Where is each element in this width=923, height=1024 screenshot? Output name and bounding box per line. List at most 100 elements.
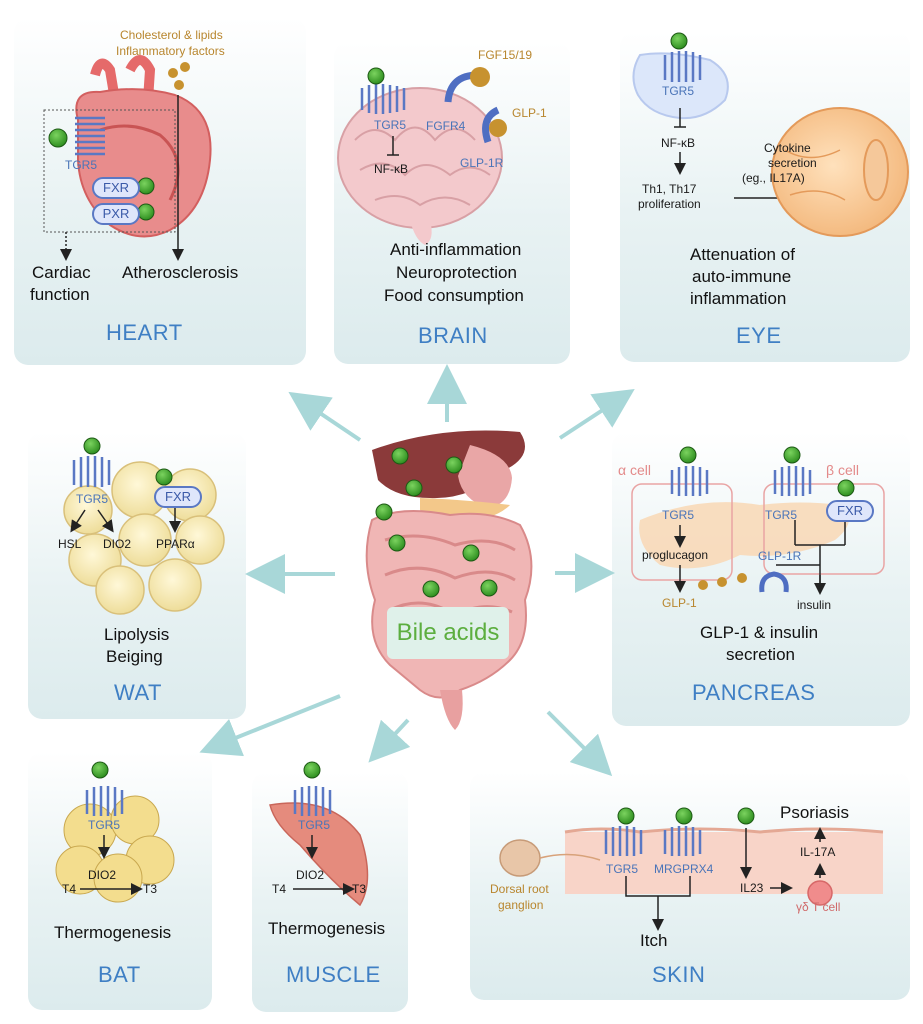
- bile-acids-label: Bile acids: [387, 607, 509, 659]
- wat-bile-ball-2: [155, 468, 173, 486]
- wat-title: WAT: [114, 680, 162, 705]
- brain-tgr5-label: TGR5: [374, 118, 407, 132]
- skin-tgr5-label: TGR5: [606, 862, 639, 876]
- brain-title: BRAIN: [418, 323, 488, 348]
- heart-bile-ball-2: [137, 177, 155, 195]
- arrow-to-heart: [288, 391, 362, 442]
- bat-t3-label: T3: [143, 882, 158, 896]
- heart-input-label-1: Cholesterol & lipids: [120, 28, 223, 42]
- wat-hsl-label: HSL: [58, 537, 82, 551]
- brain-glp1-label: GLP-1: [512, 106, 547, 120]
- eye-tgr5-receptor: [663, 51, 702, 82]
- heart-fxr-pill: FXR: [92, 177, 140, 199]
- brain-bile-ball: [367, 67, 385, 85]
- brain-outcome-2: Neuroprotection: [396, 263, 517, 282]
- bat-tgr5-receptor: [85, 786, 124, 816]
- muscle-tgr5-receptor: [293, 786, 332, 816]
- skin-mrgprx4-label: MRGPRX4: [654, 862, 714, 876]
- bat-t4-label: T4: [62, 882, 77, 896]
- glp1-ligand: [489, 119, 507, 137]
- skin-bile-ball-3: [737, 807, 755, 825]
- bat-title: BAT: [98, 962, 141, 987]
- gdt-cell-label: γδ T cell: [796, 900, 841, 914]
- muscle-illustration: [269, 802, 369, 907]
- pancreas-glp1r-label: GLP-1R: [758, 549, 802, 563]
- muscle-bile-ball: [303, 761, 321, 779]
- eye-bile-ball: [670, 32, 688, 50]
- bat-outcome: Thermogenesis: [54, 923, 172, 942]
- wat-outcome-1: Lipolysis: [104, 625, 170, 644]
- pancreas-title: PANCREAS: [692, 680, 816, 705]
- pancreas-outcome-1: GLP-1 & insulin: [700, 623, 819, 642]
- il17a-label: IL-17A: [800, 845, 836, 859]
- skin-layer: [565, 832, 883, 894]
- drg-label-2: ganglion: [498, 898, 544, 912]
- gdt-cell: [807, 880, 833, 906]
- pancreas-fxr-pill: FXR: [826, 500, 874, 522]
- skin-bile-ball-2: [675, 807, 693, 825]
- pancreas-bile-ball-1: [679, 446, 697, 464]
- arrow-to-muscle: [368, 718, 411, 763]
- radial-arrows: [199, 364, 635, 777]
- muscle-outcome: Thermogenesis: [268, 919, 386, 938]
- brain-fgfr4-label: FGFR4: [426, 119, 466, 133]
- brain-fgf-label: FGF15/19: [478, 48, 533, 62]
- alpha-cell-label: α cell: [618, 462, 651, 478]
- insulin-label: insulin: [797, 598, 832, 612]
- arrow-to-bat: [199, 694, 341, 757]
- muscle-dio2-label: DIO2: [296, 868, 325, 882]
- muscle-t4-label: T4: [272, 882, 287, 896]
- brain-outcome-1: Anti-inflammation: [390, 240, 522, 259]
- wat-tgr5-label: TGR5: [76, 492, 109, 506]
- eye-outcome-1: Attenuation of: [690, 245, 795, 264]
- alpha-cell-box: [631, 483, 733, 581]
- wat-fxr-pill: FXR: [154, 486, 202, 508]
- eye-outcome-2: auto-immune: [692, 267, 792, 286]
- heart-pxr-pill: PXR: [92, 203, 140, 225]
- bat-adipocytes: [55, 795, 175, 903]
- heart-input-label-2: Inflammatory factors: [116, 44, 225, 58]
- pancreas-bile-ball-3: [837, 479, 855, 497]
- brain-glp1r-label: GLP-1R: [460, 156, 504, 170]
- pancreas-tgr5-a-label: TGR5: [662, 508, 695, 522]
- pancreas-tgr5-receptor-b: [773, 466, 812, 496]
- arrow-to-eye: [558, 389, 635, 440]
- bat-dio2-label: DIO2: [88, 868, 117, 882]
- lipid-dot: [168, 68, 178, 78]
- lipid-dot: [174, 80, 184, 90]
- heart-bile-ball-3: [137, 203, 155, 221]
- wat-dio2-label: DIO2: [103, 537, 132, 551]
- eye-outcome-3: inflammation: [690, 289, 787, 308]
- pancreas-tgr5-b-label: TGR5: [765, 508, 798, 522]
- arrow-to-skin: [546, 710, 613, 777]
- eye-cyto-label-1: Cytokine: [764, 141, 811, 155]
- muscle-t3-label: T3: [352, 882, 367, 896]
- pancreas-glp1-label: GLP-1: [662, 596, 697, 610]
- muscle-title: MUSCLE: [286, 962, 381, 987]
- glp1r-receptor: [482, 106, 500, 144]
- pancreas-panel: [612, 432, 910, 726]
- heart-cardiac-label-1: Cardiac: [32, 263, 91, 282]
- brain-tgr5-receptor: [360, 84, 406, 156]
- glp1r-receptor-pancreas: [759, 571, 789, 593]
- brain-nfkb-label: NF-κB: [374, 162, 408, 176]
- eye-th-label-2: proliferation: [638, 197, 701, 211]
- il23-label: IL23: [740, 881, 764, 895]
- proglucagon-label: proglucagon: [642, 548, 709, 562]
- skin-tgr5-receptor: [604, 826, 643, 856]
- wat-ppar-label: PPARα: [156, 537, 195, 551]
- heart-bile-ball-1: [48, 128, 68, 148]
- psoriasis-label: Psoriasis: [780, 803, 849, 822]
- eye-title: EYE: [736, 323, 782, 348]
- eye-th-label-1: Th1, Th17: [642, 182, 697, 196]
- lipid-dot: [180, 62, 190, 72]
- fgf-ligand: [470, 67, 490, 87]
- muscle-tgr5-label: TGR5: [298, 818, 331, 832]
- wat-outcome-2: Beiging: [106, 647, 163, 666]
- eye-cell: [632, 52, 729, 120]
- liver-gut-illustration: [365, 430, 533, 730]
- heart-cardiac-label-2: function: [30, 285, 90, 304]
- eye-nfkb-label: NF-κB: [661, 136, 695, 150]
- wat-bile-ball-1: [83, 437, 101, 455]
